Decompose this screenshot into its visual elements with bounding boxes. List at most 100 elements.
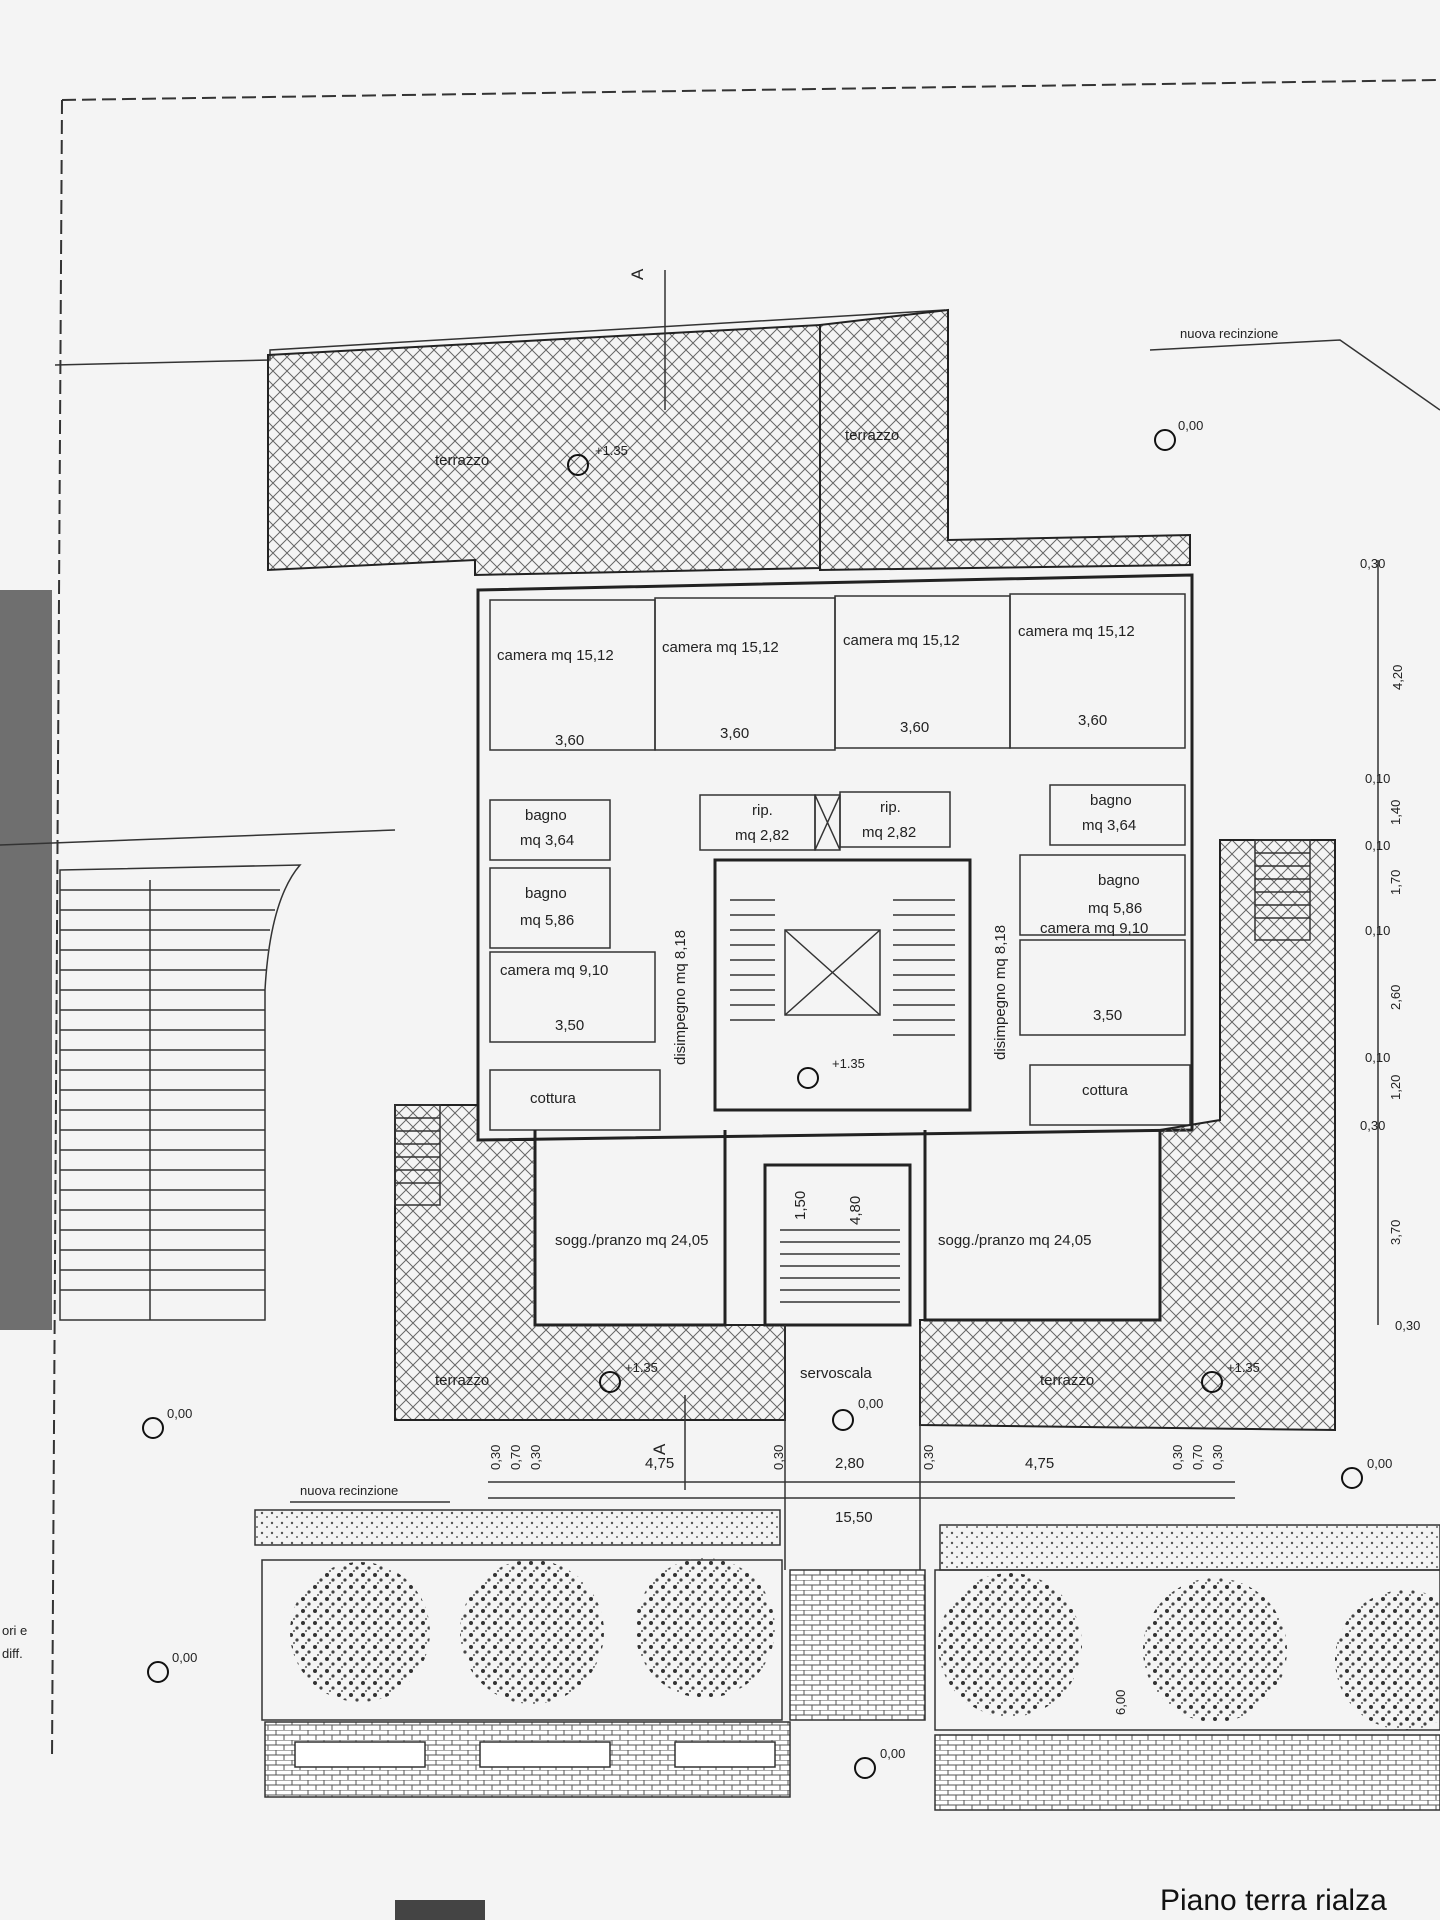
rip-right-label-b: mq 2,82 <box>862 824 916 841</box>
terrace-bottom-right-area <box>919 839 1336 1432</box>
camera-4-label: camera mq 15,12 <box>1018 623 1135 640</box>
stair-treads-right <box>893 899 955 1036</box>
cottura-right-label: cottura <box>1082 1082 1129 1099</box>
stair-core <box>713 858 972 1112</box>
side-stair-right <box>1254 839 1311 941</box>
dim-left-stack-3: 0,30 <box>528 1445 543 1470</box>
level-marker-servoscala <box>832 1409 854 1431</box>
soggiorno-left-label: sogg./pranzo mq 24,05 <box>555 1232 708 1249</box>
paving-right <box>934 1734 1440 1811</box>
tree-6 <box>1335 1590 1440 1730</box>
level-marker-ground-left <box>142 1417 164 1439</box>
bagno-right-1-label-a: bagno <box>1090 792 1132 809</box>
dim-right-12: 3,70 <box>1388 1220 1403 1245</box>
rip-right-label-a: rip. <box>880 799 901 816</box>
dim-right-8: 2,60 <box>1388 985 1403 1010</box>
camera-3-label: camera mq 15,12 <box>843 632 960 649</box>
dim-right-3: 0,10 <box>1365 771 1390 786</box>
dim-mid-b: 0,30 <box>921 1445 936 1470</box>
bottom-dimension-line <box>488 1481 1235 1499</box>
terrace-top-right-area <box>819 308 1191 572</box>
dim-mid-a: 0,30 <box>771 1445 786 1470</box>
new-fence-top-line <box>1149 339 1440 411</box>
camera-small-right-width: 3,50 <box>1093 1007 1122 1024</box>
level-terrace-top: +1.35 <box>595 443 628 458</box>
camera-small-left <box>489 951 656 1043</box>
level-marker-terrace-br <box>1201 1371 1223 1393</box>
cottura-right <box>1029 1064 1191 1126</box>
dim-right-stack-3: 0,30 <box>1210 1445 1225 1470</box>
tree-3 <box>635 1558 775 1698</box>
bagno-right-2-label-b: mq 5,86 <box>1088 900 1142 917</box>
servoscala-lane <box>784 1325 921 1570</box>
side-stair-left <box>394 1104 441 1206</box>
terrace-bottom-left-label: terrazzo <box>435 1372 489 1389</box>
cottura-left <box>489 1069 661 1131</box>
ramp-top-line <box>0 829 396 846</box>
site-boundary <box>51 79 1437 1761</box>
camera-2-label: camera mq 15,12 <box>662 639 779 656</box>
dim-right-2: 4,20 <box>1390 665 1405 690</box>
level-servoscala: 0,00 <box>858 1396 883 1411</box>
left-note-line-2: diff. <box>2 1646 23 1661</box>
planter-1 <box>294 1741 426 1768</box>
level-terrace-bl: +1.35 <box>625 1360 658 1375</box>
side-stair-left-treads <box>395 1117 440 1184</box>
terrace-bottom-right-label: terrazzo <box>1040 1372 1094 1389</box>
terrace-top-left-area <box>267 323 821 577</box>
disimpegno-right-label: disimpegno mq 8,18 <box>992 925 1009 1060</box>
level-ground-garden: 0,00 <box>172 1650 197 1665</box>
planter-3 <box>674 1741 776 1768</box>
dim-total: 15,50 <box>835 1509 873 1526</box>
bagno-right-2 <box>1019 854 1186 936</box>
section-marker-bottom: A <box>650 1443 669 1455</box>
level-marker-terrace-top <box>567 454 589 476</box>
side-stair-right-treads <box>1255 852 1310 919</box>
dim-right-stack-2: 0,70 <box>1190 1445 1205 1470</box>
dim-right-1: 0,30 <box>1360 556 1385 571</box>
entry-stair-dim-1: 1,50 <box>792 1191 809 1220</box>
cottura-left-label: cottura <box>530 1090 577 1107</box>
tree-1 <box>290 1562 430 1702</box>
stair-treads-left <box>730 899 775 1021</box>
dim-right-11: 0,30 <box>1360 1118 1385 1133</box>
garden-left <box>261 1559 783 1721</box>
rip-left-label-b: mq 2,82 <box>735 827 789 844</box>
camera-small-left-label: camera mq 9,10 <box>500 962 608 979</box>
tree-2 <box>460 1560 604 1704</box>
bagno-right-1 <box>1049 784 1186 846</box>
bagno-left-1-label-a: bagno <box>525 807 567 824</box>
gravel-strip-right <box>939 1524 1440 1571</box>
bagno-left-2-label-a: bagno <box>525 885 567 902</box>
left-note-line-1: ori e <box>2 1623 27 1638</box>
level-marker-ground-entry <box>854 1757 876 1779</box>
bagno-left-2-label-b: mq 5,86 <box>520 912 574 929</box>
lift-cross <box>784 929 881 1016</box>
level-marker-terrace-bl <box>599 1371 621 1393</box>
servoscala-label: servoscala <box>800 1365 872 1382</box>
dim-left-stack-2: 0,70 <box>508 1445 523 1470</box>
tree-4 <box>938 1573 1082 1717</box>
soggiorno-right-label: sogg./pranzo mq 24,05 <box>938 1232 1091 1249</box>
dim-right-14: 6,00 <box>1113 1690 1128 1715</box>
dim-right: 4,75 <box>1025 1455 1054 1472</box>
camera-4-width: 3,60 <box>1078 712 1107 729</box>
terrace-top-left-label: terrazzo <box>435 452 489 469</box>
bottom-dark-tab <box>395 1900 485 1920</box>
lift-shaft <box>784 929 881 1016</box>
stair-hall-level-marker <box>797 1067 819 1089</box>
bagno-left-2 <box>489 867 611 949</box>
level-terrace-br: +1.35 <box>1227 1360 1260 1375</box>
dim-right-4: 1,40 <box>1388 800 1403 825</box>
dim-right-13: 0,30 <box>1395 1318 1420 1333</box>
camera-1-label: camera mq 15,12 <box>497 647 614 664</box>
new-fence-top-label: nuova recinzione <box>1180 326 1278 341</box>
drawing-title: Piano terra rialza <box>1160 1884 1387 1917</box>
rip-left-label-a: rip. <box>752 802 773 819</box>
garden-right <box>934 1569 1440 1731</box>
entry-stair-dim-2: 4,80 <box>847 1196 864 1225</box>
camera-4-room <box>1009 593 1186 749</box>
camera-3-width: 3,60 <box>900 719 929 736</box>
entry-stair-treads <box>780 1229 900 1303</box>
